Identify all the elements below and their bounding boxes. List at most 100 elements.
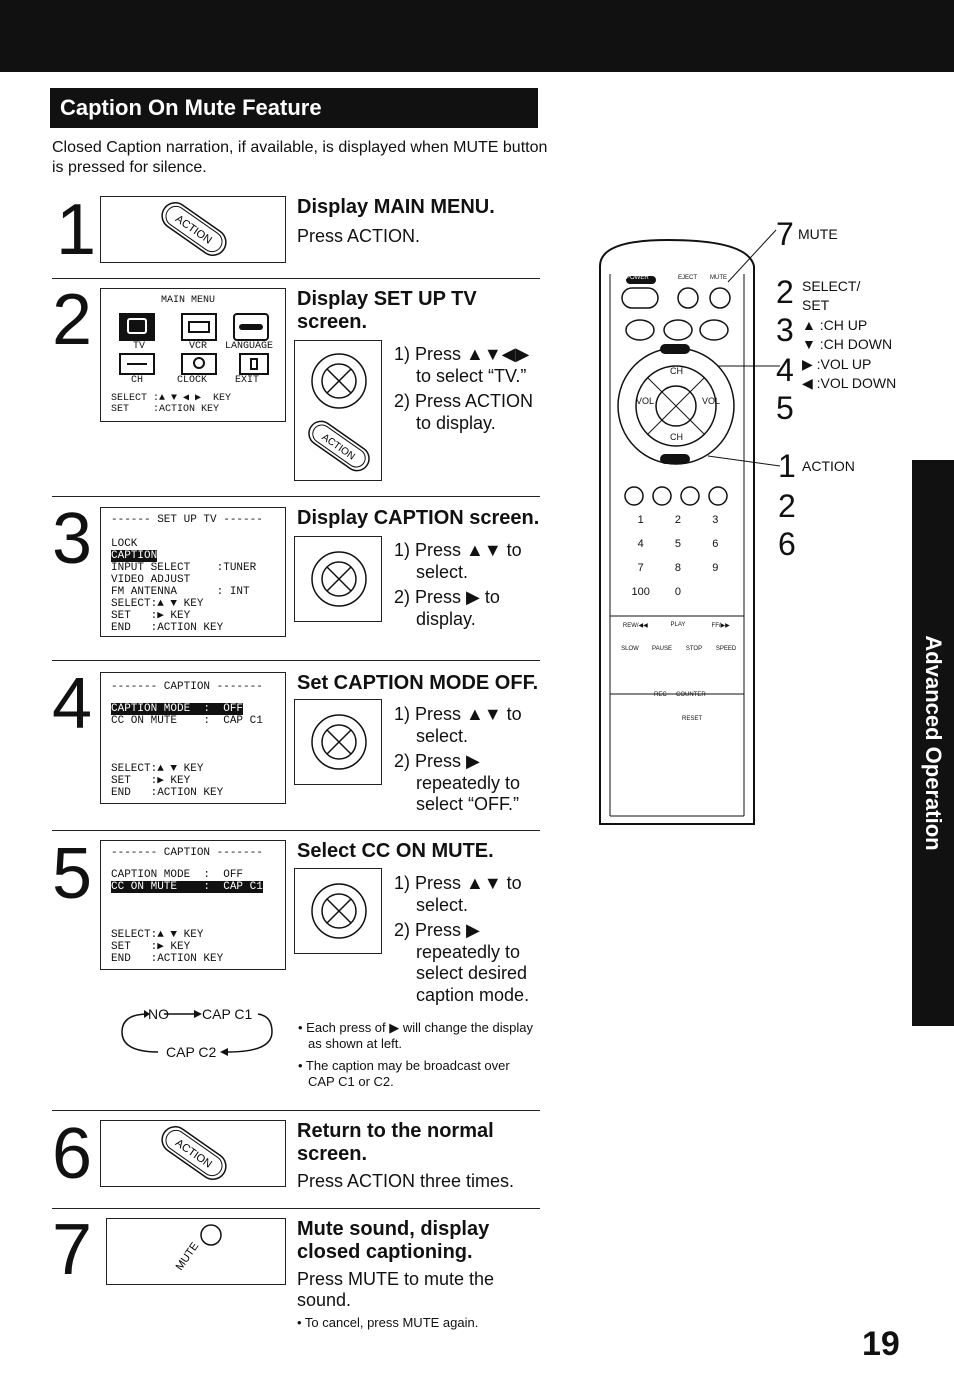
direction-pad-icon bbox=[311, 714, 367, 770]
counter-button[interactable]: COUNTER bbox=[676, 692, 706, 698]
step-heading: Set CAPTION MODE OFF. bbox=[297, 672, 539, 694]
setup-tv-menu-screen: ------ SET UP TV ------ LOCK CAPTION INP… bbox=[100, 507, 286, 637]
menu-item: CAPTION MODE : OFF bbox=[111, 869, 244, 881]
svg-text:MUTE: MUTE bbox=[174, 1240, 202, 1272]
ch-up-label[interactable]: CH bbox=[670, 366, 683, 376]
callout-label: ACTION bbox=[802, 458, 855, 474]
callout-label: ▼ :CH DOWN bbox=[802, 336, 893, 352]
divider bbox=[52, 278, 540, 279]
callout-number: 5 bbox=[776, 390, 794, 426]
menu-hint: SET :▶ KEY bbox=[111, 775, 191, 787]
callout-lines bbox=[707, 229, 781, 467]
step-number: 5 bbox=[52, 834, 93, 914]
eject-button-label[interactable]: EJECT bbox=[678, 275, 698, 281]
menu-item: VIDEO ADJUST bbox=[111, 574, 191, 586]
caption-menu-screen: ------- CAPTION ------- CAPTION MODE : O… bbox=[100, 840, 286, 970]
action-button-illustration: ACTION bbox=[100, 196, 286, 263]
step-body: Press ACTION. bbox=[297, 226, 421, 246]
step-body: Press ACTION three times. bbox=[297, 1171, 515, 1191]
key-4[interactable]: 4 bbox=[637, 538, 644, 550]
mute-button-label[interactable]: MUTE bbox=[710, 275, 727, 281]
play-button[interactable]: PLAY bbox=[670, 622, 686, 628]
menu-item-exit: EXIT bbox=[235, 375, 260, 386]
action-button-illustration: ACTION bbox=[100, 1120, 286, 1187]
step-heading: Display SET UP TV screen. bbox=[297, 288, 477, 333]
key-6[interactable]: 6 bbox=[712, 538, 719, 550]
direction-pad-icon bbox=[311, 551, 367, 607]
ff-button[interactable]: FF/▶▶ bbox=[711, 623, 730, 629]
mute-button-illustration: MUTE bbox=[106, 1218, 286, 1285]
rew-button[interactable]: REW/◀◀ bbox=[622, 623, 648, 629]
step-number: 7 bbox=[52, 1210, 93, 1290]
callout-label: MUTE bbox=[798, 226, 838, 242]
menu-item-vcr: VCR bbox=[189, 341, 208, 352]
menu-item: INPUT SELECT :TUNER bbox=[111, 562, 257, 574]
clock-icon bbox=[181, 353, 217, 375]
ch-down-label[interactable]: CH bbox=[670, 432, 683, 442]
caption-menu-screen: ------- CAPTION ------- CAPTION MODE : O… bbox=[100, 672, 286, 804]
svg-text:ACTION: ACTION bbox=[173, 213, 214, 247]
key-5[interactable]: 5 bbox=[674, 538, 682, 550]
menu-title: MAIN MENU bbox=[161, 295, 216, 306]
step-heading: Select CC ON MUTE. bbox=[297, 840, 494, 862]
callout-number: 6 bbox=[778, 526, 796, 562]
vcr-icon bbox=[181, 313, 217, 341]
speed-button[interactable]: SPEED bbox=[715, 646, 737, 652]
slow-button[interactable]: SLOW bbox=[621, 646, 639, 652]
language-icon bbox=[233, 313, 269, 341]
cycle-cap-c1: CAP C1 bbox=[202, 1006, 253, 1022]
callout-number: 2 bbox=[778, 488, 796, 524]
exit-icon bbox=[239, 353, 269, 375]
callout-number: 7 bbox=[776, 216, 794, 252]
menu-hint: SET :▶ KEY bbox=[111, 610, 191, 622]
key-3[interactable]: 3 bbox=[712, 514, 719, 526]
callout-number: 2 bbox=[776, 274, 794, 310]
stop-button[interactable]: STOP bbox=[685, 646, 703, 652]
menu-hint: SET :▶ KEY bbox=[111, 941, 191, 953]
remote-keys-illustration bbox=[294, 536, 382, 622]
key-9[interactable]: 9 bbox=[712, 562, 719, 574]
action-icon: ACTION bbox=[161, 1126, 227, 1180]
transport-row-1: REW/◀◀ PLAY FF/▶▶ bbox=[614, 622, 742, 629]
step-number: 2 bbox=[52, 280, 93, 360]
remote-body bbox=[599, 238, 755, 825]
page-title: Caption On Mute Feature bbox=[50, 88, 538, 128]
transport-row-2: SLOW PAUSE STOP SPEED bbox=[614, 646, 742, 652]
intro-text: Closed Caption narration, if available, … bbox=[52, 139, 548, 176]
key-8[interactable]: 8 bbox=[674, 562, 682, 574]
divider bbox=[52, 830, 540, 831]
menu-item-selected: CAPTION MODE : OFF bbox=[111, 703, 244, 715]
step-number: 6 bbox=[52, 1114, 93, 1194]
vol-down-label[interactable]: VOL bbox=[636, 396, 655, 406]
key-100[interactable]: 100 bbox=[631, 586, 650, 598]
step-heading: Display MAIN MENU. bbox=[297, 196, 495, 218]
vol-up-label[interactable]: VOL bbox=[702, 396, 721, 406]
callout-number: 1 bbox=[778, 448, 796, 484]
callout-label: ◀ :VOL DOWN bbox=[802, 375, 897, 391]
reset-button[interactable]: RESET bbox=[682, 716, 703, 722]
menu-hint: END :ACTION KEY bbox=[111, 787, 224, 799]
divider bbox=[52, 1110, 540, 1111]
action-icon: ACTION bbox=[161, 202, 227, 256]
callout-number: 4 bbox=[776, 352, 794, 388]
menu-title: ------ SET UP TV ------ bbox=[111, 514, 263, 526]
step-number: 4 bbox=[52, 664, 93, 744]
power-button-label[interactable]: POWER bbox=[626, 275, 649, 281]
key-7[interactable]: 7 bbox=[637, 562, 644, 574]
key-1[interactable]: 1 bbox=[637, 514, 644, 526]
remote-control: POWER EJECT MUTE CH CH VOL VOL 1 2 3 4 5… bbox=[598, 236, 758, 826]
divider bbox=[52, 496, 540, 497]
rec-button[interactable]: REC bbox=[654, 692, 667, 698]
pause-button[interactable]: PAUSE bbox=[652, 646, 672, 652]
mute-icon: MUTE bbox=[174, 1224, 222, 1273]
key-0[interactable]: 0 bbox=[674, 586, 682, 598]
menu-item-selected: CAPTION bbox=[111, 550, 158, 562]
channel-icon bbox=[119, 353, 155, 375]
page-number: 19 bbox=[862, 1325, 900, 1363]
remote-keys-illustration: ACTION bbox=[294, 340, 382, 481]
menu-item-language: LANGUAGE bbox=[225, 341, 274, 352]
key-2[interactable]: 2 bbox=[674, 514, 682, 526]
menu-item: CC ON MUTE : CAP C1 bbox=[111, 715, 263, 727]
direction-pad-icon: ACTION bbox=[308, 353, 370, 472]
menu-select-hint: SELECT :▲ ▼ ◀ ▶ KEY bbox=[111, 393, 232, 404]
